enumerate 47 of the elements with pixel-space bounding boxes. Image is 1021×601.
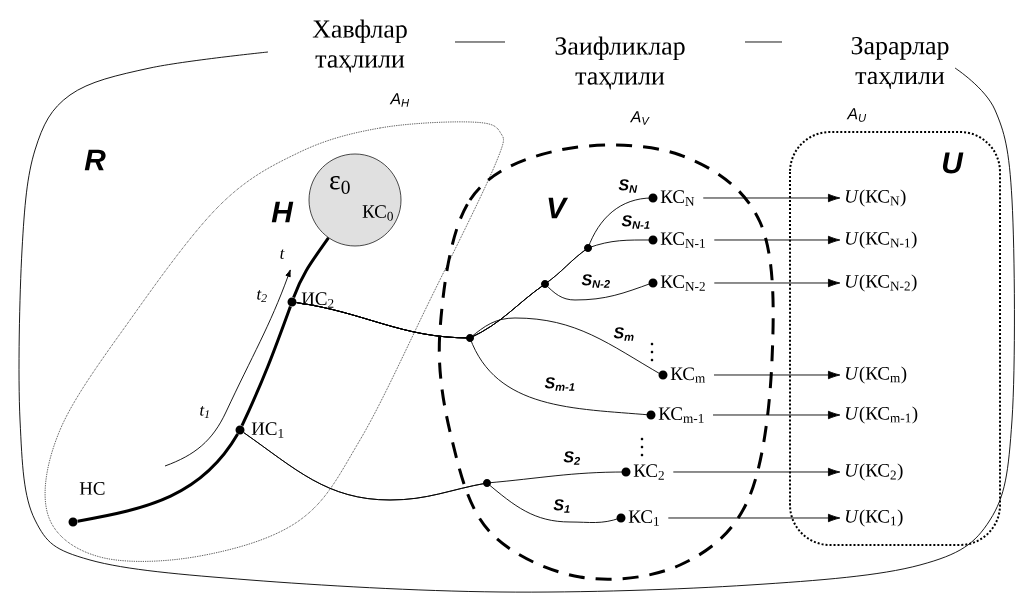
region-letter: U [942, 152, 964, 174]
connector-line [77, 433, 239, 523]
time-label: t [280, 249, 285, 259]
damage-label: U(КС$_{N-2}$) [845, 274, 917, 292]
time-label: t$_{1}$ [200, 405, 209, 419]
edge-label: S$_{N-1}$ [620, 214, 652, 230]
damage-label: U(КС$_{N}$) [845, 189, 906, 207]
connector-line [292, 237, 330, 299]
arrow [667, 513, 841, 523]
region-letter: H [271, 201, 294, 223]
region-letter: V [548, 197, 569, 219]
state-label: КС$_{1}$ [628, 510, 659, 526]
damage-label: U(КС$_{1}$) [845, 509, 903, 527]
edge-label: S$_{1}$ [552, 498, 572, 514]
damage-label: U(КС$_{m}$) [845, 366, 907, 384]
edge-label: S$_{m-1}$ [544, 376, 576, 392]
arrow [702, 193, 841, 203]
edge-label: S$_{2}$ [562, 450, 582, 466]
connector-line [240, 305, 292, 427]
region-heading: A$_{H}$ [389, 93, 410, 107]
arrow [713, 235, 841, 245]
region-heading: A$_{V}$ [629, 111, 650, 125]
state-label: КС$_{2}$ [633, 464, 664, 480]
arrow [672, 467, 841, 477]
region-letter: R [84, 149, 106, 171]
column-title: Зарарлар таҳлили [851, 36, 949, 90]
edge-label: S$_{N}$ [617, 178, 639, 194]
edge-label: S$_{N-2}$ [580, 273, 612, 289]
state-label: КС$_{N}$ [660, 190, 695, 206]
arrow [712, 410, 841, 420]
region-heading: A$_{U}$ [846, 108, 867, 122]
state-label: КС$_{N-2}$ [660, 275, 705, 291]
damage-label: U(КС$_{m-1}$) [845, 406, 918, 424]
state-label: КС$_{N-1}$ [660, 232, 705, 248]
arrow [713, 278, 841, 288]
column-title: Заифликлар таҳлили [555, 36, 685, 90]
damage-label: U(КС$_{2}$) [845, 463, 903, 481]
state-label: НС [79, 482, 105, 495]
edge-label: S$_{m}$ [613, 326, 636, 342]
arrow [713, 370, 841, 380]
time-label: t$_{2}$ [257, 289, 267, 303]
damage-label: U(КС$_{N-1}$) [845, 231, 917, 249]
column-title: Хавфлар таҳлили [312, 19, 407, 73]
state-label: КС$_{m-1}$ [658, 407, 704, 423]
state-label: ИС$_{1}$ [251, 422, 284, 438]
state-label: ИС$_{2}$ [301, 292, 334, 308]
state-label: КС$_{m}$ [670, 367, 706, 383]
